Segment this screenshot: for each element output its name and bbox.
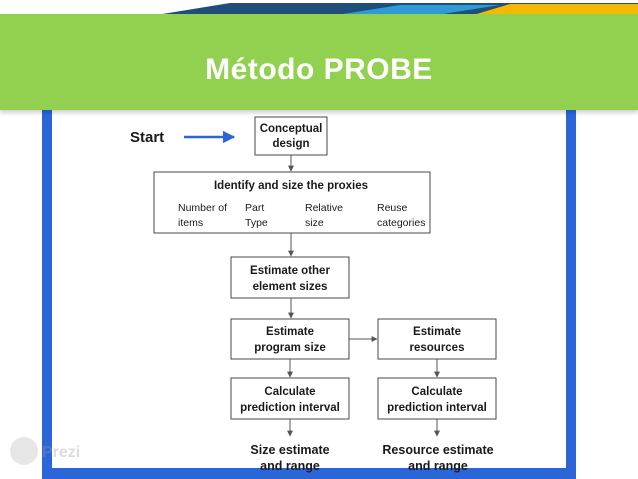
frame-bottom-bar bbox=[42, 468, 576, 479]
node-estimate-resources bbox=[377, 318, 497, 360]
node-estimate-other-line1: Estimate other bbox=[250, 265, 330, 277]
proxy-col-number-line2: items bbox=[178, 217, 203, 229]
proxy-col-reuse-line1: Reuse bbox=[377, 202, 408, 214]
proxy-col-part-line2: Type bbox=[245, 217, 268, 229]
node-estimate-program-line2: program size bbox=[254, 342, 326, 354]
node-calc-left-line1: Calculate bbox=[264, 386, 315, 398]
node-estimate-program-line1: Estimate bbox=[266, 326, 314, 338]
page-title: Método PROBE bbox=[205, 53, 433, 86]
node-calc-right-line2: prediction interval bbox=[387, 402, 487, 414]
proxy-col-reuse-line2: categories bbox=[377, 217, 425, 229]
node-conceptual-design-line2: design bbox=[272, 138, 309, 150]
proxy-col-relative-line2: size bbox=[305, 217, 324, 229]
top-decorative-band bbox=[150, 3, 638, 16]
node-calc-interval-right bbox=[377, 377, 497, 420]
prezi-watermark: Prezi bbox=[10, 437, 80, 465]
title-bar: Método PROBE bbox=[0, 14, 638, 110]
output-resource-estimate-line1: Resource estimate bbox=[382, 443, 493, 457]
frame-right-bar bbox=[566, 110, 576, 479]
node-conceptual-design-line1: Conceptual bbox=[260, 123, 323, 135]
node-calc-left-line2: prediction interval bbox=[240, 402, 340, 414]
start-label: Start bbox=[130, 129, 164, 146]
node-conceptual-design bbox=[254, 116, 328, 156]
node-calc-right-line1: Calculate bbox=[411, 386, 462, 398]
proxy-col-part-line1: Part bbox=[245, 202, 264, 214]
node-identify-proxies bbox=[153, 171, 431, 234]
frame-left-bar bbox=[42, 110, 52, 479]
proxy-col-number-line1: Number of bbox=[178, 202, 227, 214]
output-resource-estimate-line2: and range bbox=[408, 459, 468, 473]
prezi-logo-icon bbox=[10, 437, 38, 465]
node-estimate-resources-line1: Estimate bbox=[413, 326, 461, 338]
output-size-estimate-line2: and range bbox=[260, 459, 320, 473]
node-estimate-resources-line2: resources bbox=[410, 342, 465, 354]
node-estimate-other-sizes bbox=[230, 256, 350, 299]
node-estimate-program-size bbox=[230, 318, 350, 360]
node-identify-proxies-heading: Identify and size the proxies bbox=[214, 180, 368, 192]
node-estimate-other-line2: element sizes bbox=[253, 281, 328, 293]
prezi-watermark-text: Prezi bbox=[42, 444, 80, 461]
output-size-estimate-line1: Size estimate bbox=[250, 443, 329, 457]
proxy-col-relative-line1: Relative bbox=[305, 202, 343, 214]
